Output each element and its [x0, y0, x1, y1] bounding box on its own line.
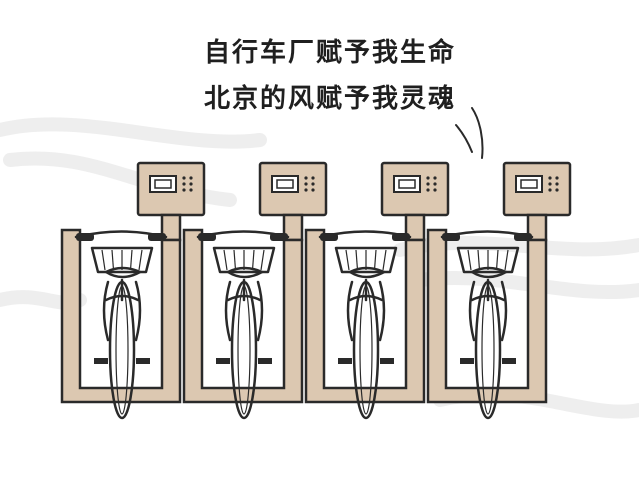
bicycle-icon — [318, 230, 412, 420]
wind-streak — [0, 117, 267, 149]
bicycle-icon — [440, 230, 534, 420]
bike-dock — [426, 161, 572, 420]
bicycle-icon — [74, 230, 168, 420]
speech-marks — [455, 107, 484, 159]
bike-dock — [60, 161, 206, 420]
bike-dock — [304, 161, 450, 420]
caption-line-1: 自行车厂赋予我生命 — [203, 38, 456, 68]
bike-dock-kiosk-icon — [258, 161, 328, 217]
bike-dock — [182, 161, 328, 420]
bicycle-icon — [196, 230, 290, 420]
caption-line-2: 北京的风赋予我灵魂 — [203, 84, 456, 114]
bike-dock-kiosk-icon — [380, 161, 450, 217]
bike-dock-kiosk-icon — [502, 161, 572, 217]
bike-dock-kiosk-icon — [136, 161, 206, 217]
